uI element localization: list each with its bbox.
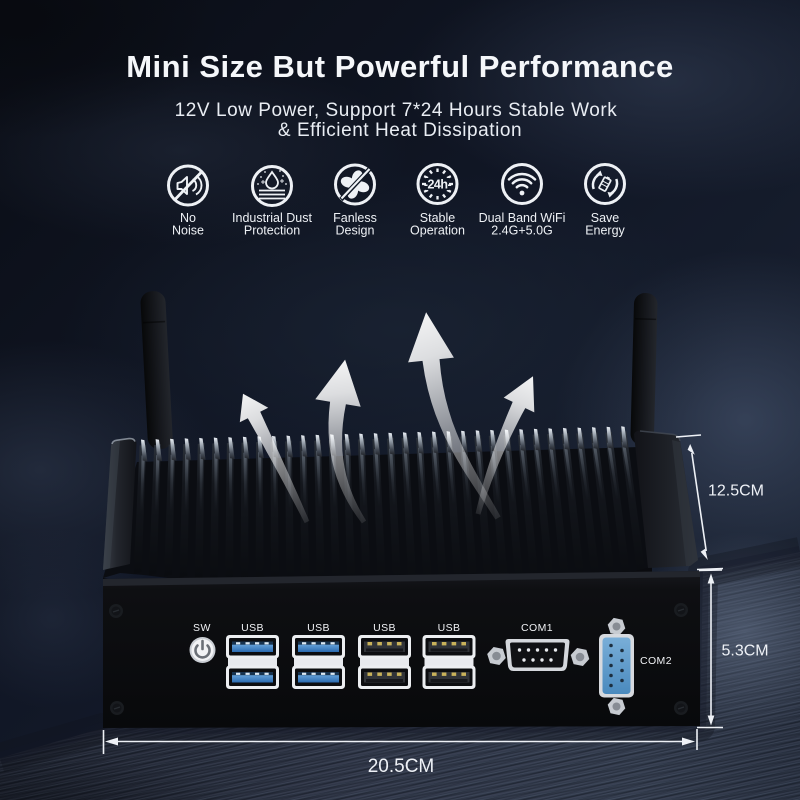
- svg-text:COM1: COM1: [521, 622, 553, 634]
- svg-text:Industrial Dust: Industrial Dust: [232, 211, 312, 225]
- svg-text:& Efficient Heat Dissipation: & Efficient Heat Dissipation: [278, 120, 522, 141]
- svg-text:USB: USB: [373, 622, 396, 634]
- svg-text:COM2: COM2: [640, 655, 672, 667]
- svg-text:No: No: [180, 211, 196, 225]
- svg-text:USB: USB: [438, 622, 461, 634]
- svg-text:Mini Size But Powerful Perform: Mini Size But Powerful Performance: [126, 49, 674, 84]
- svg-text:Dual Band WiFi: Dual Band WiFi: [479, 211, 566, 225]
- svg-text:Energy: Energy: [585, 224, 625, 238]
- svg-text:Save: Save: [591, 211, 620, 225]
- svg-text:20.5CM: 20.5CM: [368, 756, 435, 777]
- svg-text:USB: USB: [241, 622, 264, 634]
- svg-text:Operation: Operation: [410, 224, 465, 238]
- svg-text:2.4G+5.0G: 2.4G+5.0G: [491, 224, 553, 238]
- svg-text:-24h-: -24h-: [424, 178, 452, 192]
- svg-text:12V Low Power, Support 7*24 Ho: 12V Low Power, Support 7*24 Hours Stable…: [175, 100, 618, 121]
- svg-text:5.3CM: 5.3CM: [722, 643, 769, 660]
- svg-text:USB: USB: [307, 622, 330, 634]
- svg-text:Design: Design: [336, 224, 375, 238]
- svg-text:Protection: Protection: [244, 224, 300, 238]
- svg-text:Noise: Noise: [172, 224, 204, 238]
- svg-text:Stable: Stable: [420, 211, 455, 225]
- svg-text:SW: SW: [193, 622, 211, 634]
- svg-text:Fanless: Fanless: [333, 211, 377, 225]
- svg-text:12.5CM: 12.5CM: [708, 483, 764, 500]
